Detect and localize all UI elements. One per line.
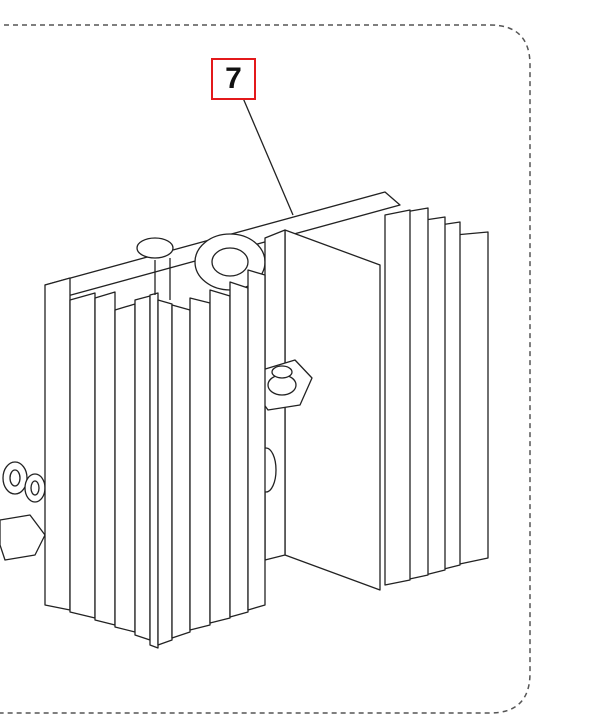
leader-line	[242, 97, 294, 216]
heatsink-icon	[0, 191, 489, 649]
dashed-group-border	[0, 24, 531, 714]
callout-label: 7	[211, 58, 256, 100]
